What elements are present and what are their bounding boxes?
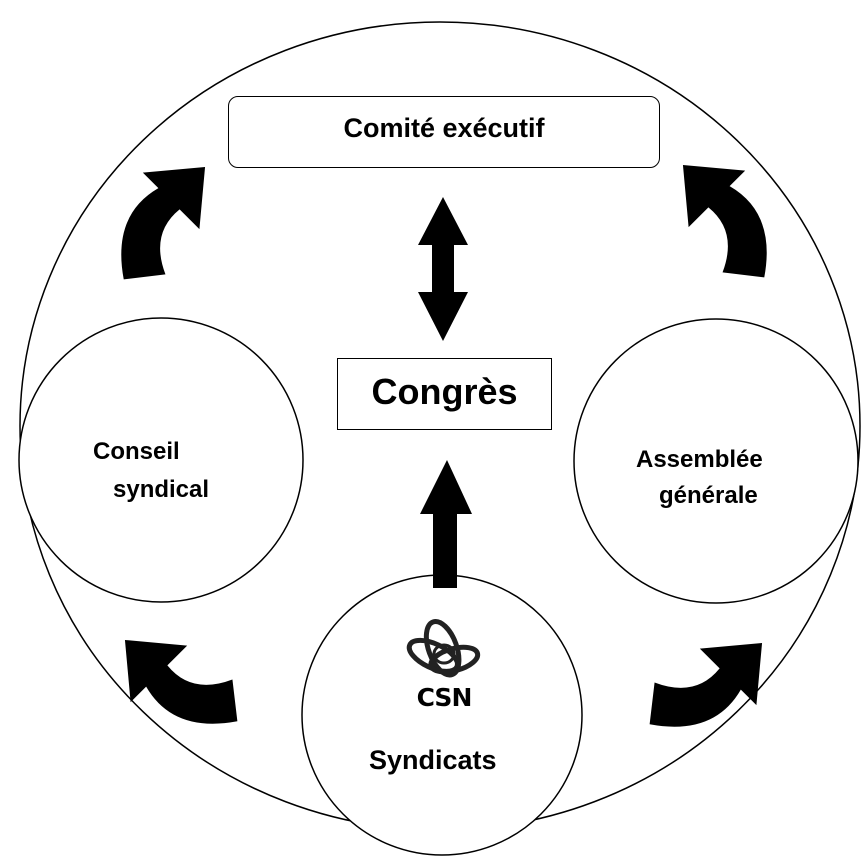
congres-label: Congrès <box>371 371 518 412</box>
assemblee-generale-label-line1: Assemblée <box>636 446 763 473</box>
double-arrow-comite-congres <box>418 197 468 341</box>
comite-executif-label: Comité exécutif <box>343 113 545 143</box>
circle-assemblee-generale <box>573 318 859 604</box>
arrow-syndicats-to-congres <box>420 460 472 588</box>
csn-logo-text: CSN <box>416 683 473 712</box>
conseil-syndical-label-line2: syndical <box>113 476 210 503</box>
syndicats-label: Syndicats <box>369 745 497 775</box>
conseil-syndical-label-line1: Conseil <box>93 438 180 465</box>
circle-syndicats <box>301 574 583 856</box>
csn-knot-logo <box>406 618 481 678</box>
circle-conseil-syndical <box>18 317 304 603</box>
congres-box <box>337 358 552 430</box>
assemblee-generale-label-line2: générale <box>659 482 758 509</box>
comite-executif-box <box>228 96 660 168</box>
